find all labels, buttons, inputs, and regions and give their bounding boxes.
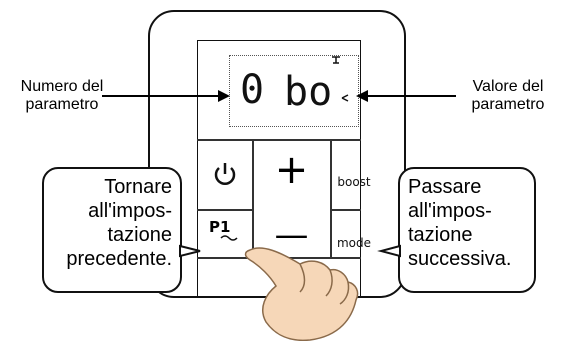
p1-sub-mark [220,235,238,241]
p1-button[interactable]: P1 [209,218,231,236]
power-icon[interactable] [214,163,236,185]
tap-icon [332,56,340,64]
param-number-label: Numero del parametro [20,78,104,113]
callout-right-pointer [377,244,401,258]
keypad-right-mid [330,209,361,211]
callout-next-text: Passare all'impos- tazione successiva. [408,176,512,270]
arrow-to-display-left [102,90,230,102]
mode-button[interactable]: mode [336,236,372,250]
plus-button[interactable]: + [274,147,309,193]
keypad-top-divider [197,139,361,141]
boost-button[interactable]: boost [337,175,371,189]
display-digit: 0 [240,67,265,113]
lcd-display [229,55,359,127]
callout-previous-text: Tornare all'impos- tazione precedente. [66,176,172,270]
display-value: bo [284,69,333,115]
callout-left-pointer [179,244,201,258]
keypad-left-mid [197,209,253,211]
radiator-icon [341,94,349,102]
minus-button[interactable]: — [274,215,309,255]
callout-previous: Tornare all'impos- tazione precedente. [42,167,182,293]
arrow-to-display-right [356,90,456,102]
keypad-right-divider [330,139,332,257]
param-value-label: Valore del parametro [471,78,545,113]
callout-next: Passare all'impos- tazione successiva. [398,167,536,293]
keypad-left-divider [252,139,254,257]
pointing-hand [244,247,359,341]
